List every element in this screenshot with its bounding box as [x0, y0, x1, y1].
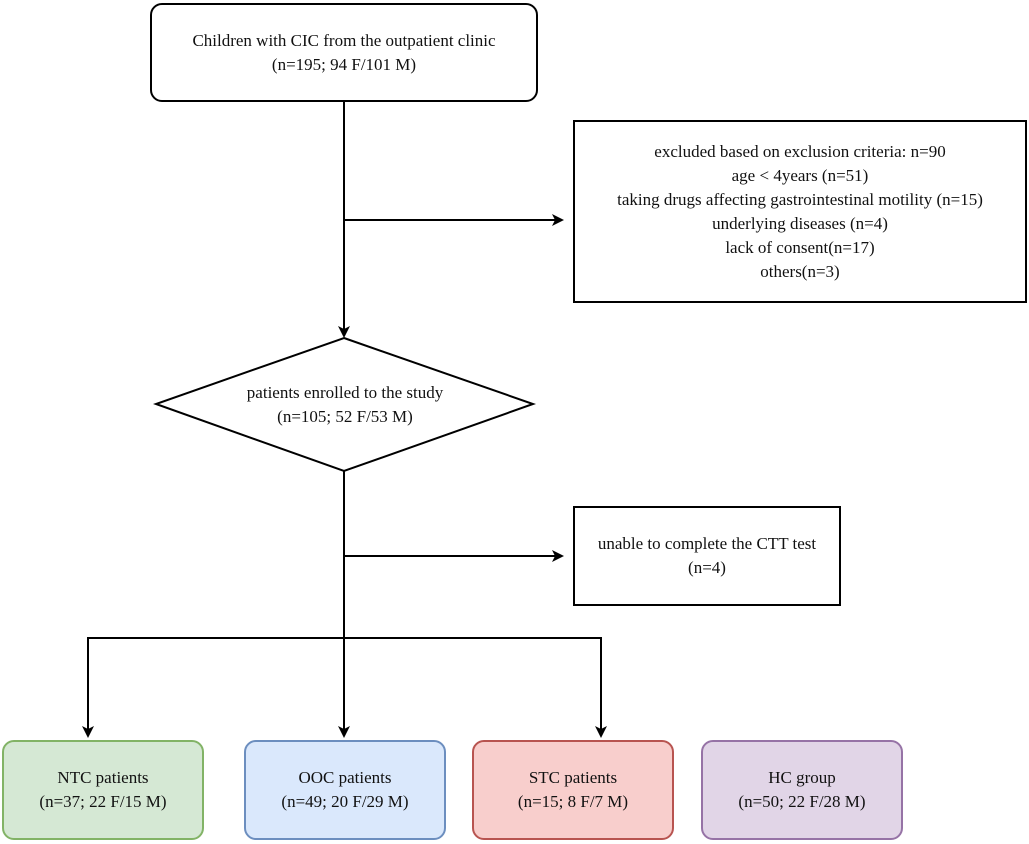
exclusion-line-3: taking drugs affecting gastrointestinal …	[617, 189, 983, 209]
group-box-ntc: NTC patients (n=37; 22 F/15 M)	[2, 740, 204, 840]
exclusion-box: excluded based on exclusion criteria: n=…	[573, 120, 1027, 303]
unable-line-2: (n=4)	[688, 558, 726, 577]
group-box-ooc: OOC patients (n=49; 20 F/29 M)	[244, 740, 446, 840]
exclusion-line-4: underlying diseases (n=4)	[712, 213, 888, 233]
group-count: (n=50; 22 F/28 M)	[738, 792, 866, 811]
enrolled-line-1: patients enrolled to the study	[246, 383, 444, 402]
exclusion-line-5: lack of consent(n=17)	[725, 237, 875, 257]
start-line-1: Children with CIC from the outpatient cl…	[192, 30, 496, 50]
unable-line-1: unable to complete the CTT test	[597, 534, 817, 553]
exclusion-line-6: others(n=3)	[760, 261, 840, 281]
group-label: HC group	[768, 768, 836, 787]
group-label: OOC patients	[298, 768, 392, 787]
start-box: Children with CIC from the outpatient cl…	[150, 3, 538, 102]
start-line-2: (n=195; 94 F/101 M)	[271, 54, 417, 74]
group-box-hc: HC group (n=50; 22 F/28 M)	[701, 740, 903, 840]
group-label: NTC patients	[57, 768, 149, 787]
exclusion-line-1: excluded based on exclusion criteria: n=…	[654, 141, 946, 161]
exclusion-line-2: age < 4years (n=51)	[731, 165, 869, 185]
group-count: (n=49; 20 F/29 M)	[281, 792, 409, 811]
unable-box: unable to complete the CTT test (n=4)	[573, 506, 841, 606]
group-label: STC patients	[528, 768, 618, 787]
enrolled-text: patients enrolled to the study (n=105; 5…	[200, 374, 490, 436]
group-box-stc: STC patients (n=15; 8 F/7 M)	[472, 740, 674, 840]
enrolled-line-2: (n=105; 52 F/53 M)	[277, 407, 413, 426]
group-count: (n=15; 8 F/7 M)	[517, 792, 629, 811]
group-count: (n=37; 22 F/15 M)	[39, 792, 167, 811]
